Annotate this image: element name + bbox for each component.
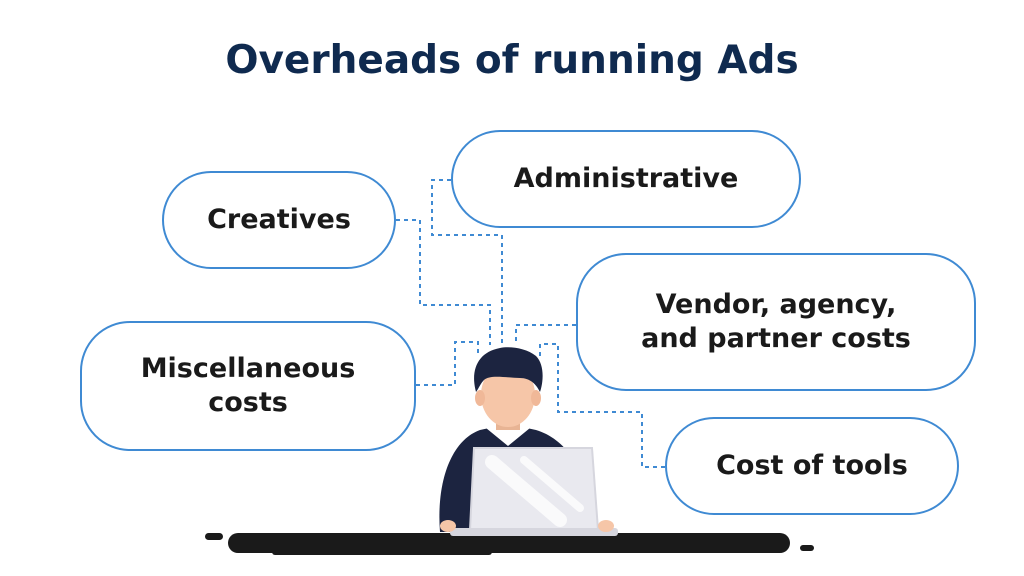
node-miscellaneous: Miscellaneous costs	[80, 321, 416, 451]
ground-shadow	[205, 533, 814, 555]
node-cost-of-tools: Cost of tools	[665, 417, 959, 515]
node-label-creatives: Creatives	[207, 204, 351, 235]
laptop-icon	[450, 447, 618, 536]
node-vendor-agency-partner: Vendor, agency, and partner costs	[576, 253, 976, 391]
face	[481, 363, 535, 427]
node-label-tools: Cost of tools	[716, 450, 908, 481]
connector-miscellaneous	[416, 341, 479, 386]
connector-tools	[539, 343, 665, 468]
hair-icon	[474, 347, 543, 392]
connector-creatives	[396, 219, 491, 345]
page-title: Overheads of running Ads	[225, 38, 799, 83]
node-label-administrative: Administrative	[513, 163, 739, 194]
connector-vendor	[515, 324, 576, 345]
node-label-miscellaneous: Miscellaneous costs	[140, 353, 356, 418]
node-administrative: Administrative	[451, 130, 801, 228]
connector-administrative	[431, 179, 503, 345]
node-label-vendor: Vendor, agency, and partner costs	[641, 289, 911, 354]
node-creatives: Creatives	[162, 171, 396, 269]
